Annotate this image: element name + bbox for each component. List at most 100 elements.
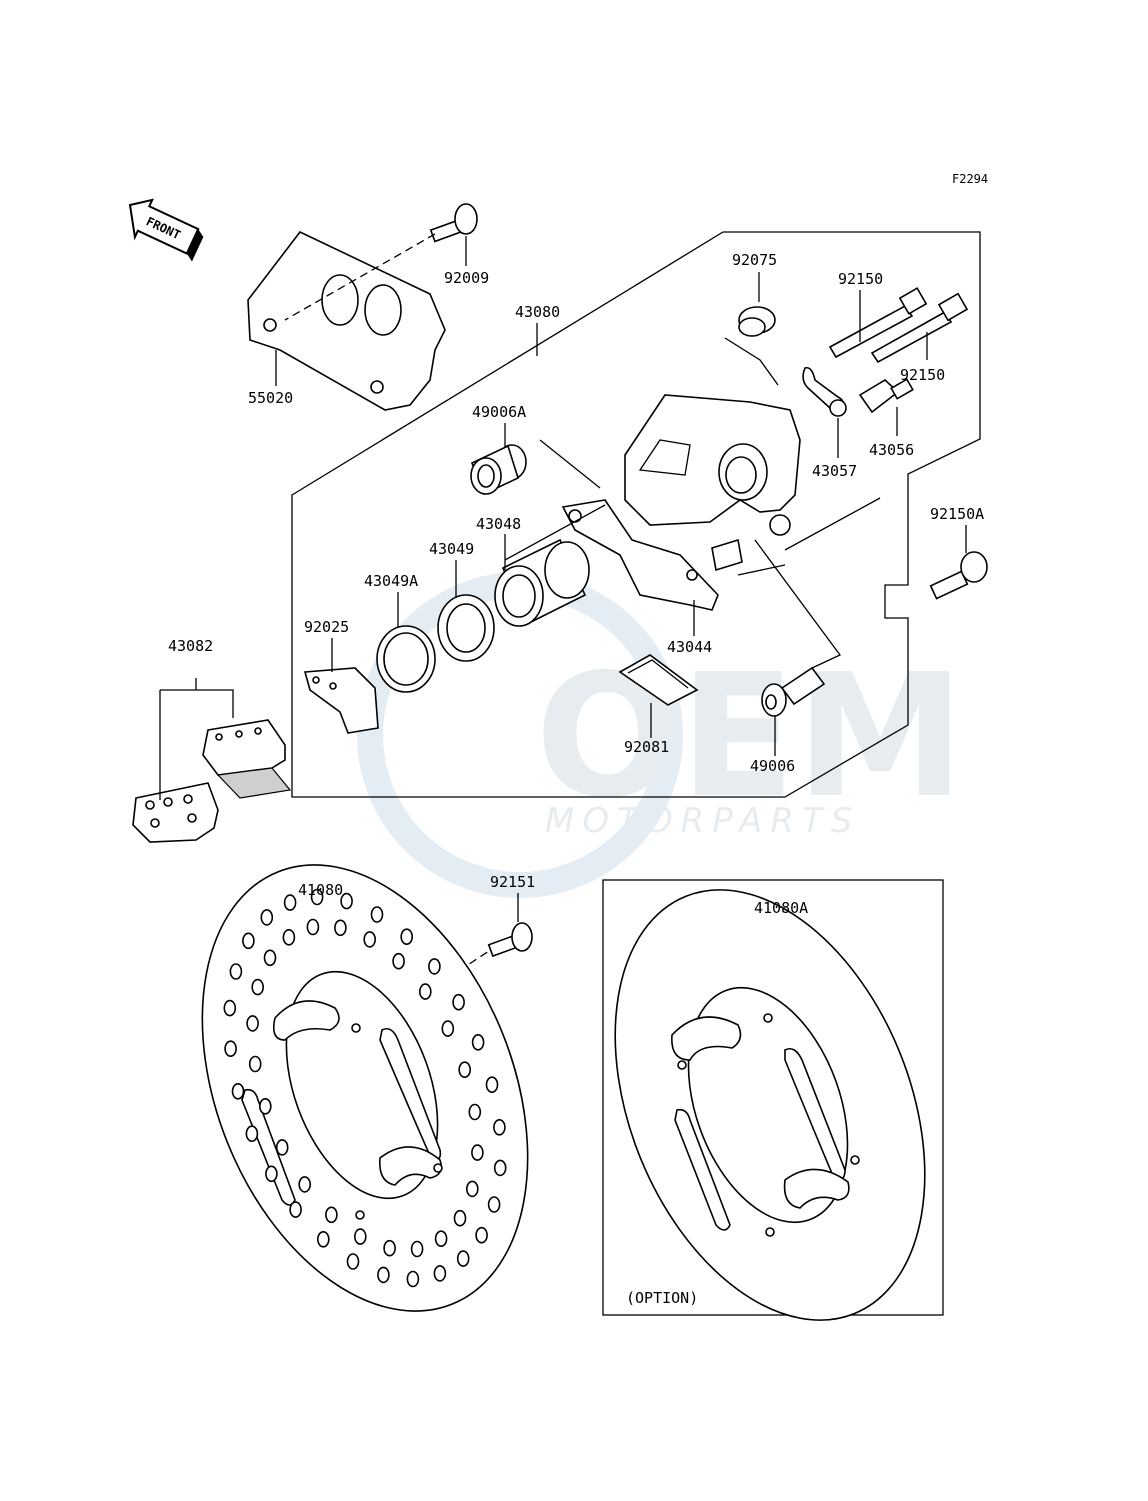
bolt-92151 <box>487 922 533 958</box>
vent-hole <box>493 1159 507 1177</box>
vent-hole <box>406 1270 420 1288</box>
vent-hole <box>223 999 237 1017</box>
bleeder-43057-43056 <box>802 366 914 417</box>
vent-hole <box>263 949 277 967</box>
vent-hole <box>289 1201 302 1218</box>
label-43049A: 43049A <box>364 572 418 590</box>
piston-43048 <box>494 538 590 627</box>
vent-hole <box>310 888 324 906</box>
front-arrow-icon: FRONT <box>128 198 204 262</box>
label-43080: 43080 <box>515 303 560 321</box>
disc-vent-holes <box>223 888 507 1288</box>
vent-hole <box>283 894 297 911</box>
caliper-body <box>624 394 801 536</box>
vent-hole <box>306 918 320 936</box>
label-43049: 43049 <box>429 540 474 558</box>
vent-hole <box>458 1061 472 1078</box>
vent-hole <box>242 932 255 950</box>
watermark: OEM MOTORPARTS <box>357 572 965 898</box>
brake-disc-41080 <box>201 864 529 1312</box>
vent-hole <box>229 963 243 980</box>
label-92009: 92009 <box>444 269 489 287</box>
spring-92025 <box>303 667 379 734</box>
vent-hole <box>418 983 432 1000</box>
vent-hole <box>493 1119 506 1136</box>
bracket-55020 <box>247 230 446 411</box>
seal-92075 <box>738 306 776 337</box>
watermark-logo: OEM <box>535 638 965 836</box>
label-92150-right: 92150 <box>900 366 945 384</box>
vent-hole <box>433 1265 447 1282</box>
holder-43044 <box>561 499 743 611</box>
vent-hole <box>334 919 347 937</box>
vent-hole <box>475 1226 488 1244</box>
vent-hole <box>471 1034 485 1051</box>
brake-pads-43082 <box>132 678 292 843</box>
vent-hole <box>231 1083 245 1100</box>
vent-hole <box>485 1076 499 1093</box>
vent-hole <box>248 1055 262 1073</box>
label-92151: 92151 <box>490 873 535 891</box>
vent-hole <box>363 931 377 948</box>
figure-code: F2294 <box>952 172 988 186</box>
vent-hole <box>246 1015 259 1032</box>
label-43056: 43056 <box>869 441 914 459</box>
vent-hole <box>224 1040 237 1057</box>
vent-hole <box>260 909 274 926</box>
vent-hole <box>340 892 353 910</box>
vent-hole <box>471 1144 484 1161</box>
label-92081: 92081 <box>624 738 669 756</box>
seal-43049 <box>437 594 495 662</box>
vent-hole <box>298 1176 312 1193</box>
label-49006A: 49006A <box>472 403 526 421</box>
label-55020: 55020 <box>248 389 293 407</box>
vent-hole <box>441 1020 455 1037</box>
vent-hole <box>400 928 414 946</box>
label-92150-top: 92150 <box>838 270 883 288</box>
vent-hole <box>410 1240 424 1258</box>
option-caption: (OPTION) <box>626 1289 698 1307</box>
label-92150A: 92150A <box>930 505 984 523</box>
label-43057: 43057 <box>812 462 857 480</box>
vent-hole <box>370 906 384 923</box>
bolt-49006 <box>761 666 826 717</box>
vent-hole <box>383 1239 396 1257</box>
seal-43049A <box>376 625 436 693</box>
watermark-subtitle: MOTORPARTS <box>545 801 860 841</box>
vent-hole <box>434 1230 448 1247</box>
vent-hole <box>452 993 465 1011</box>
vent-hole <box>325 1206 338 1224</box>
vent-hole <box>275 1139 289 1156</box>
pins-92150 <box>828 287 969 364</box>
vent-hole <box>487 1196 501 1213</box>
part-labels: 92009 55020 43080 92075 92150 92150 4900… <box>168 251 984 917</box>
leader-lines <box>275 236 967 991</box>
vent-hole <box>392 952 405 970</box>
label-92025: 92025 <box>304 618 349 636</box>
vent-hole <box>377 1266 390 1284</box>
vent-hole <box>282 928 296 946</box>
collar-49006A <box>470 444 527 496</box>
vent-hole <box>251 978 265 996</box>
option-box <box>602 879 944 1316</box>
label-43048: 43048 <box>476 515 521 533</box>
vent-hole <box>346 1253 360 1270</box>
vent-hole <box>258 1098 272 1115</box>
bolt-92150A <box>929 551 988 600</box>
brake-disc-41080A <box>614 889 926 1321</box>
label-43044: 43044 <box>667 638 712 656</box>
label-41080A: 41080A <box>754 899 808 917</box>
vent-hole <box>265 1165 278 1183</box>
label-49006: 49006 <box>750 757 795 775</box>
clip-92081 <box>618 654 699 706</box>
vent-hole <box>456 1250 470 1267</box>
label-92075: 92075 <box>732 251 777 269</box>
vent-hole <box>245 1125 259 1142</box>
vent-hole <box>468 1103 482 1121</box>
label-43082: 43082 <box>168 637 213 655</box>
vent-hole <box>316 1231 330 1248</box>
vent-hole <box>465 1180 479 1198</box>
vent-hole <box>353 1228 367 1245</box>
